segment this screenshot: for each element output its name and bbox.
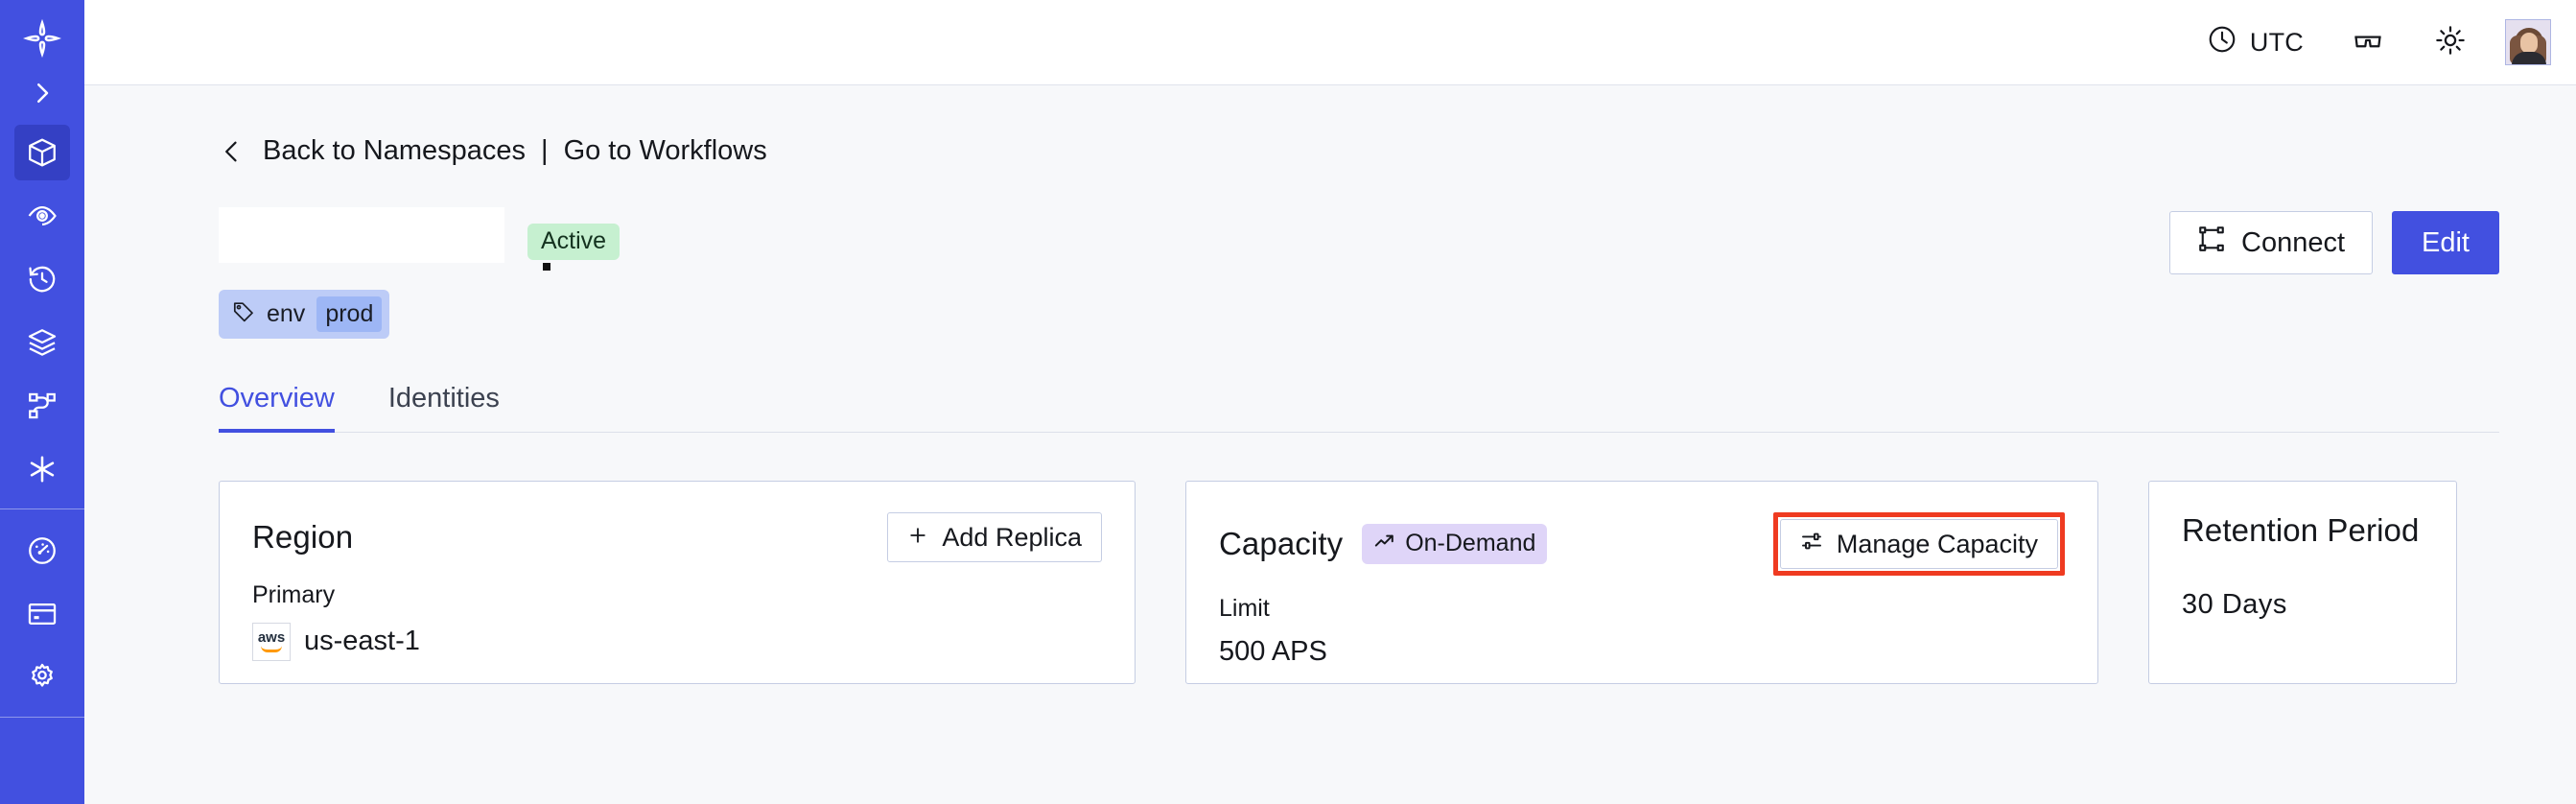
overview-cards: Region Add Replica Primary — [219, 481, 2499, 684]
manage-capacity-button[interactable]: Manage Capacity — [1779, 519, 2058, 569]
sidebar-divider-1 — [0, 508, 84, 509]
glasses-icon — [2352, 24, 2384, 61]
sidebar-item-history[interactable] — [14, 251, 70, 307]
aws-logo-text: aws — [257, 629, 286, 646]
namespace-name-glyph — [543, 263, 550, 271]
region-primary-label: Primary — [252, 581, 336, 608]
capacity-card-title: Capacity — [1219, 526, 1344, 561]
tag-key: env — [267, 300, 306, 327]
avatar-face — [2520, 33, 2538, 54]
tag-value: prod — [316, 296, 383, 332]
namespace-tag[interactable]: env prod — [219, 290, 390, 339]
region-card-header: Region Add Replica — [252, 512, 1102, 562]
capacity-card-actions: Manage Capacity — [1772, 512, 2066, 576]
timezone-selector[interactable]: UTC — [2184, 24, 2327, 61]
capacity-card-header: Capacity On-Demand — [1219, 512, 2066, 576]
eye-spiral-icon — [26, 200, 59, 232]
connect-icon — [2197, 225, 2226, 261]
tab-bar: Overview Identities — [219, 383, 2499, 433]
tab-overview[interactable]: Overview — [219, 383, 367, 433]
region-card: Region Add Replica Primary — [219, 481, 1136, 684]
sidebar-item-settings[interactable] — [14, 650, 70, 705]
retention-value: 30 Days — [2182, 589, 2287, 620]
page-title-row: Active — [219, 207, 2499, 274]
avatar-body — [2512, 52, 2546, 64]
asterisk-icon — [26, 453, 59, 485]
header-actions: Connect Edit — [2169, 211, 2499, 274]
manage-capacity-highlight: Manage Capacity — [1772, 512, 2066, 576]
breadcrumb: Back to Namespaces | Go to Workflows — [219, 135, 767, 167]
region-card-actions: Add Replica — [887, 512, 1102, 562]
theme-toggle-button[interactable] — [2409, 24, 2492, 61]
layers-icon — [26, 326, 59, 359]
sidebar-item-observability[interactable] — [14, 188, 70, 244]
timezone-label: UTC — [2249, 27, 2304, 57]
sidebar-item-billing[interactable] — [14, 586, 70, 642]
sidebar-item-usage[interactable] — [14, 523, 70, 579]
tag-row: env prod — [219, 290, 2499, 339]
connect-button-label: Connect — [2241, 226, 2346, 258]
credit-card-icon — [26, 598, 59, 630]
sun-icon — [2434, 24, 2467, 61]
edit-button[interactable]: Edit — [2392, 211, 2499, 274]
gear-icon — [26, 661, 59, 694]
manage-capacity-label: Manage Capacity — [1836, 529, 2038, 558]
gauge-icon — [26, 534, 59, 567]
capacity-limit-label: Limit — [1219, 595, 1270, 622]
tab-identities[interactable]: Identities — [387, 383, 500, 414]
sidebar-item-workflows[interactable] — [14, 378, 70, 434]
go-to-workflows-link[interactable]: Go to Workflows — [563, 135, 767, 166]
chevron-right-icon[interactable] — [0, 65, 84, 121]
retention-card-title: Retention Period — [2182, 512, 2420, 548]
sitemap-icon — [26, 390, 59, 422]
plus-icon — [907, 523, 928, 553]
cube-icon — [26, 136, 59, 169]
content-area: UTC — [84, 0, 2576, 804]
clock-rewind-icon — [26, 263, 59, 296]
status-badge: Active — [527, 224, 621, 260]
capacity-mode-label: On-Demand — [1405, 530, 1536, 556]
sidebar-item-namespaces[interactable] — [14, 125, 70, 180]
retention-card: Retention Period 30 Days — [2148, 481, 2457, 684]
top-bar: UTC — [84, 0, 2576, 85]
sliders-icon — [1800, 530, 1823, 559]
retention-card-header: Retention Period — [2182, 512, 2424, 549]
primary-sidebar — [0, 0, 84, 804]
page-title: Active — [219, 207, 621, 263]
add-replica-label: Add Replica — [942, 522, 1082, 552]
namespace-name-redacted — [219, 207, 504, 263]
capacity-card: Capacity On-Demand — [1185, 481, 2098, 684]
aws-logo-swoosh — [261, 646, 282, 652]
region-card-title: Region — [252, 519, 354, 555]
trending-up-icon — [1373, 530, 1396, 557]
temporal-logo-icon[interactable] — [0, 12, 84, 65]
breadcrumb-separator: | — [541, 135, 549, 166]
region-primary-value-row: aws us-east-1 — [252, 622, 1102, 661]
capacity-limit-value: 500 APS — [1219, 635, 1327, 667]
aws-logo-icon: aws — [252, 622, 291, 661]
main-content: Back to Namespaces | Go to Workflows Act… — [84, 85, 2576, 804]
sidebar-item-integrations[interactable] — [14, 441, 70, 497]
chevron-left-icon[interactable] — [219, 137, 246, 166]
back-to-namespaces-link[interactable]: Back to Namespaces — [263, 135, 527, 166]
add-replica-button[interactable]: Add Replica — [887, 512, 1102, 562]
sidebar-divider-2 — [0, 717, 84, 718]
edit-button-label: Edit — [2422, 226, 2470, 258]
reading-mode-button[interactable] — [2327, 24, 2409, 61]
capacity-mode-badge: On-Demand — [1362, 524, 1548, 564]
connect-button[interactable]: Connect — [2169, 211, 2374, 274]
region-primary-value: us-east-1 — [304, 626, 420, 656]
sidebar-item-schedules[interactable] — [14, 315, 70, 370]
tag-icon — [232, 300, 255, 328]
clock-icon — [2207, 24, 2237, 61]
avatar[interactable] — [2505, 19, 2551, 65]
